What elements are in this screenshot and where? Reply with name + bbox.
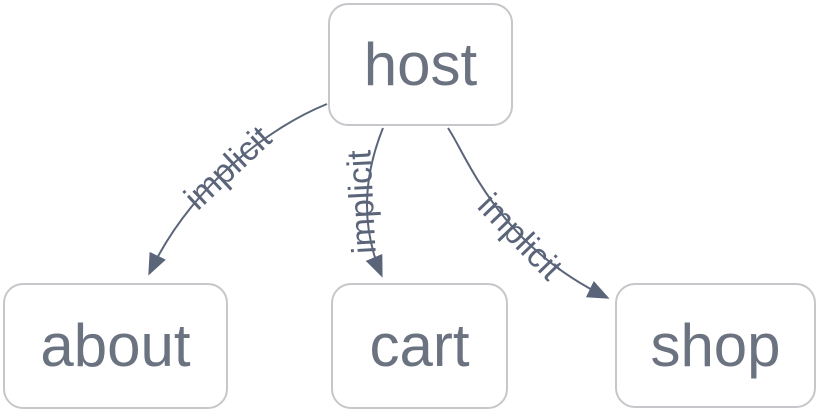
node-cart-label: cart [369, 312, 470, 379]
edge-host-cart[interactable] [365, 127, 384, 278]
node-about[interactable]: about [3, 283, 228, 409]
node-cart[interactable]: cart [331, 283, 508, 409]
node-about-label: about [40, 312, 191, 379]
node-host-label: host [363, 30, 478, 98]
node-shop[interactable]: shop [615, 283, 816, 408]
node-host[interactable]: host [328, 3, 513, 126]
edge-host-about[interactable] [148, 103, 328, 276]
node-shop-label: shop [650, 311, 781, 379]
edge-label-host-shop: implicit [470, 186, 570, 288]
edge-label-host-about: implicit [177, 118, 279, 217]
edge-host-shop[interactable] [447, 127, 610, 299]
edge-label-host-cart: implicit [340, 149, 383, 255]
